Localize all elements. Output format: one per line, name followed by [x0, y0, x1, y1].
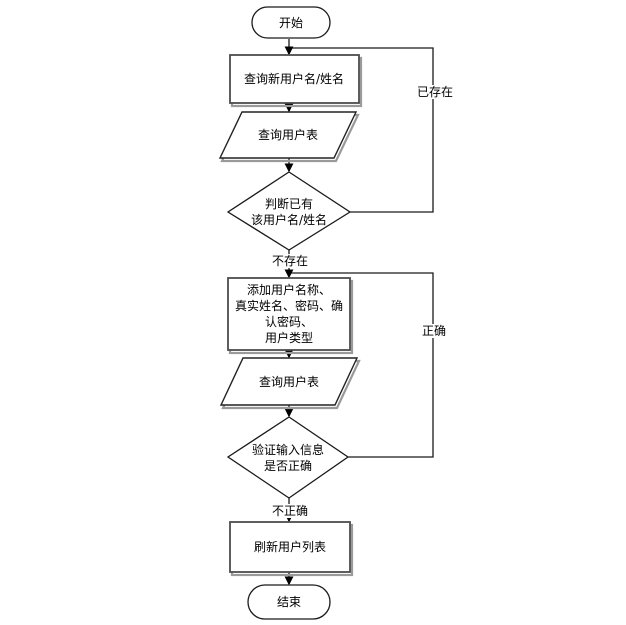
edge-label-incorrect: 不正确	[269, 504, 311, 518]
verify-input-label: 验证输入信息 是否正确	[251, 443, 325, 473]
edge-label-exists: 已存在	[414, 85, 456, 99]
check-existing-decision	[226, 171, 352, 251]
end-node-label: 结束	[276, 595, 302, 609]
verify-input-decision	[226, 416, 350, 499]
edge-label-correct: 正确	[419, 324, 449, 338]
query-user-table-1-label: 查询用户表	[257, 128, 319, 142]
query-new-user-node	[229, 54, 363, 108]
edge-label-not-exists: 不存在	[269, 254, 311, 268]
end-node	[247, 584, 331, 620]
check-existing-label: 判断已有 该用户名/姓名	[250, 197, 328, 227]
add-user-info-label: 添加用户名称、 真实姓名、密码、确 认密码、 用户类型	[234, 283, 344, 345]
refresh-user-list-node	[229, 521, 354, 577]
start-node	[251, 6, 331, 39]
refresh-user-list-label: 刷新用户列表	[253, 540, 327, 554]
edge-exists-loop	[289, 47, 434, 213]
add-user-info-node	[227, 277, 354, 355]
start-node-label: 开始	[278, 16, 304, 30]
query-user-table-2-node	[219, 357, 361, 410]
query-user-table-1-node	[218, 111, 360, 163]
query-user-table-2-label: 查询用户表	[258, 375, 320, 389]
edge-correct-loop	[289, 272, 434, 458]
query-new-user-label: 查询新用户名/姓名	[243, 72, 345, 86]
